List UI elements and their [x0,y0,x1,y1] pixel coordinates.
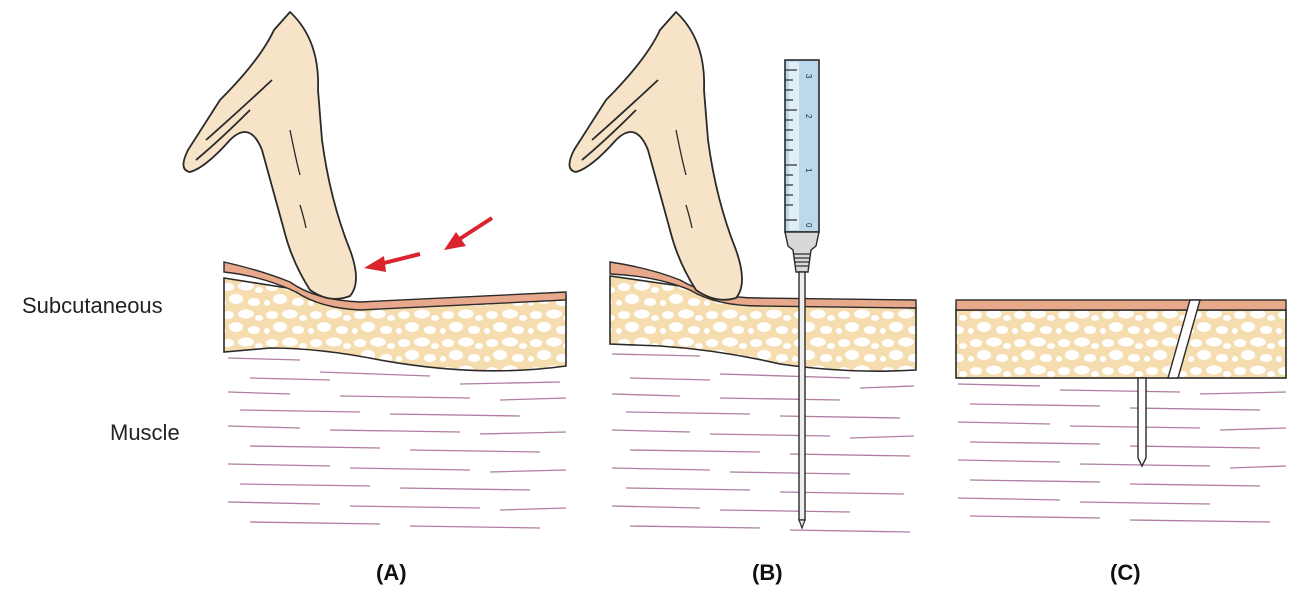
syringe-scale-label: 3 [804,74,813,79]
syringe-scale-label: 2 [804,114,813,119]
finger-b [569,12,742,300]
panel-c [956,300,1286,522]
syringe-scale-label: 1 [804,168,813,173]
subcutaneous-label: Subcutaneous [22,293,163,319]
subcutaneous-fat [224,278,566,371]
syringe: 3 2 1 0 [785,60,819,528]
muscle-label: Muscle [110,420,180,446]
muscle-layer [612,354,914,532]
skin-layer [956,300,1286,310]
panel-b: 3 2 1 0 [569,12,916,532]
direction-arrow [444,218,492,250]
muscle-layer [228,358,566,528]
medication-track [1138,378,1146,466]
syringe-scale-label: 0 [804,223,813,228]
panel-a [183,12,566,528]
panel-caption-b: (B) [752,560,783,586]
syringe-needle [799,272,805,520]
subcutaneous-fat [956,310,1286,378]
panel-caption-a: (A) [376,560,407,586]
panel-caption-c: (C) [1110,560,1141,586]
muscle-layer [958,384,1286,522]
subcutaneous-fat [610,276,916,371]
direction-arrow [364,254,420,272]
finger-a [183,12,356,299]
